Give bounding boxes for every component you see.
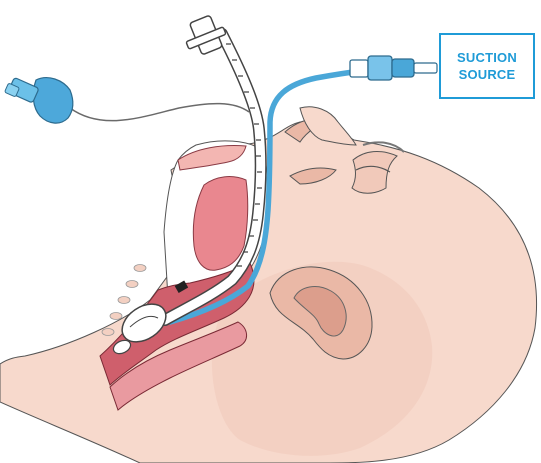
suction-source-label-line1: SUCTION <box>457 49 517 66</box>
suction-source-label: SUCTION SOURCE <box>439 33 535 99</box>
pilot-line <box>70 104 249 121</box>
suction-source-label-line2: SOURCE <box>459 66 516 83</box>
suction-connector <box>350 56 437 80</box>
pilot-balloon <box>4 77 72 123</box>
